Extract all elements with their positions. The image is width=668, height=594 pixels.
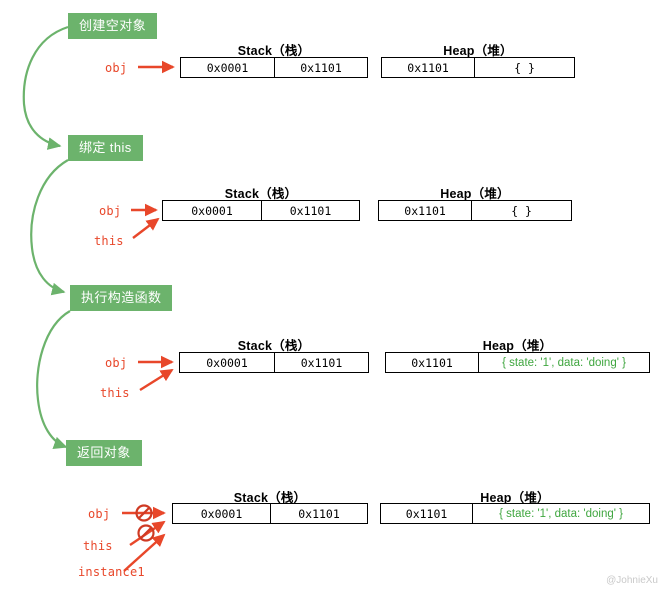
var-label-obj-3: obj: [105, 356, 128, 370]
heap-title-2: Heap（堆）: [440, 187, 510, 201]
stack-cell-value-3: 0x1101: [274, 353, 368, 372]
heap-cell-address-3: 0x1101: [411, 355, 453, 370]
var-label-this-4: this: [83, 539, 113, 553]
var-label-this-3: this: [100, 386, 130, 400]
heap-title-1: Heap（堆）: [443, 44, 513, 58]
stack-title-2: Stack（栈）: [224, 187, 298, 201]
stack-title-3: Stack（栈）: [237, 339, 311, 353]
stack-cell-value-2: 0x1101: [261, 201, 359, 220]
var-label-this-2: this: [94, 234, 124, 248]
var-label-obj-2: obj: [99, 204, 122, 218]
heap-title-4: Heap（堆）: [480, 491, 550, 505]
heap-table-1: 0x1101 { }: [381, 57, 575, 78]
var-label-obj-4: obj: [88, 507, 111, 521]
no-entry-icon-obj: [135, 504, 153, 522]
stack-cell-value-1: 0x1101: [274, 58, 367, 77]
heap-cell-address-1: 0x1101: [407, 60, 449, 75]
pointer-arrow-this-2: [132, 217, 160, 239]
stack-table-4: 0x0001 0x1101: [172, 503, 368, 524]
stack-table-2: 0x0001 0x1101: [162, 200, 360, 221]
heap-cell-address-4: 0x1101: [405, 506, 448, 521]
no-entry-icon-this: [137, 524, 155, 542]
flow-arrow-1-to-2: [22, 25, 69, 150]
heap-title-3: Heap（堆）: [482, 339, 553, 353]
var-label-obj-1: obj: [105, 61, 128, 75]
stack-title-1: Stack（栈）: [237, 44, 311, 58]
heap-cell-object-2: { }: [471, 201, 571, 220]
stack-cell-address-1: 0x0001: [206, 60, 249, 75]
pointer-arrow-this-4: [129, 520, 166, 546]
stack-title-4: Stack（栈）: [233, 491, 307, 505]
stack-cell-address-3: 0x0001: [206, 355, 248, 370]
heap-cell-address-2: 0x1101: [404, 203, 446, 218]
pointer-arrow-this-3: [139, 368, 174, 392]
heap-cell-object-1: { }: [474, 58, 574, 77]
stack-cell-address-2: 0x0001: [191, 203, 233, 218]
step-label-run-constructor[interactable]: 执行构造函数: [70, 285, 173, 311]
var-label-instance1-4: instance1: [78, 565, 145, 579]
stack-table-1: 0x0001 0x1101: [180, 57, 368, 78]
flow-arrow-3-to-4: [36, 310, 71, 449]
watermark: @JohnieXu: [606, 575, 658, 586]
heap-table-4: 0x1101 { state: '1', data: 'doing' }: [380, 503, 650, 524]
heap-cell-object-3: { state: '1', data: 'doing' }: [478, 353, 649, 372]
stack-cell-address-4: 0x0001: [200, 506, 243, 521]
step-label-bind-this[interactable]: 绑定 this: [68, 135, 143, 161]
stack-table-3: 0x0001 0x1101: [179, 352, 369, 373]
heap-table-3: 0x1101 { state: '1', data: 'doing' }: [385, 352, 650, 373]
step-label-return-object[interactable]: 返回对象: [66, 440, 142, 466]
stack-cell-value-4: 0x1101: [270, 504, 367, 523]
flow-arrow-2-to-3: [30, 159, 69, 296]
step-label-create-empty-object[interactable]: 创建空对象: [68, 13, 158, 39]
heap-table-2: 0x1101 { }: [378, 200, 572, 221]
heap-cell-object-4: { state: '1', data: 'doing' }: [472, 504, 649, 523]
